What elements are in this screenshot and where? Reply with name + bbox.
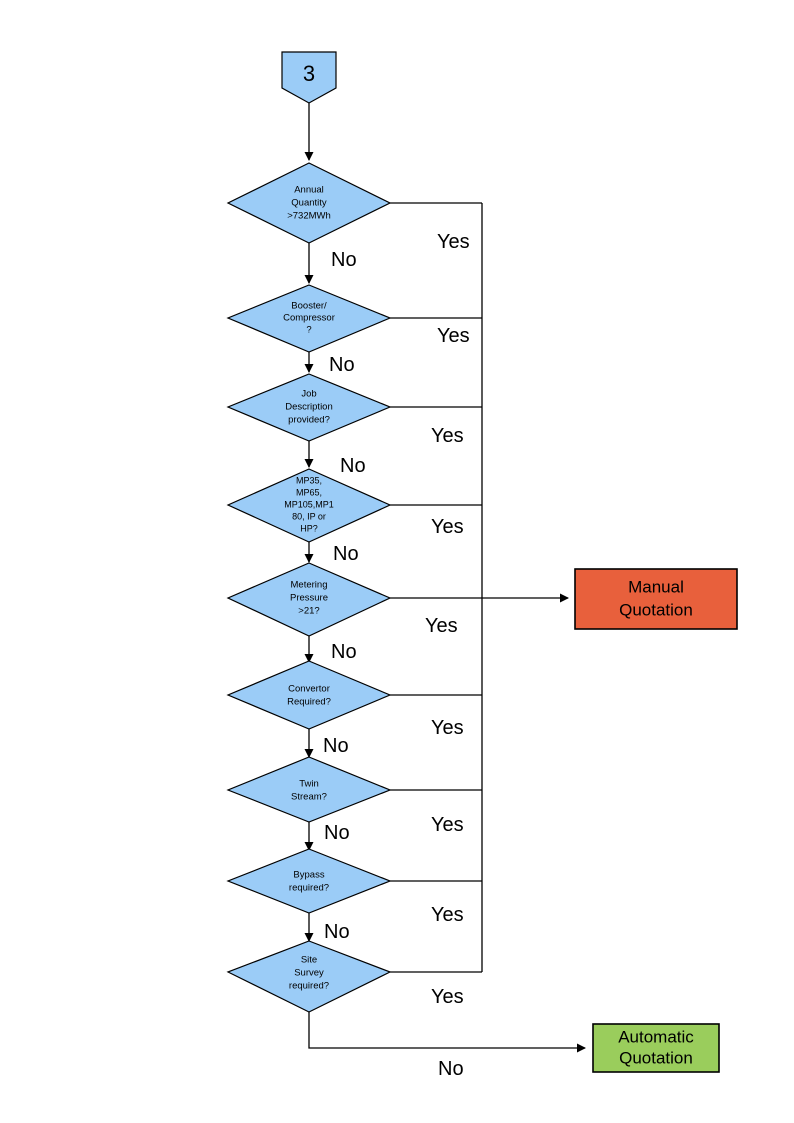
decision-annual-quantity[interactable]: Annual Quantity >732MWh (226, 162, 392, 244)
decision-booster-compressor-shape (226, 284, 392, 353)
terminal-manual-quotation-label: Manual (628, 577, 684, 596)
edge-label-no-booster-compressor: No (329, 354, 355, 376)
edge-label-yes-twin-stream: Yes (431, 814, 464, 836)
decision-convertor[interactable]: Convertor Required? (226, 660, 392, 730)
edge-label-no-metering-pressure: No (331, 641, 357, 663)
terminal-manual-quotation[interactable]: Manual Quotation (574, 568, 738, 630)
edge-label-yes-booster-compressor: Yes (437, 325, 470, 347)
terminal-automatic-quotation-label: Automatic (618, 1027, 694, 1046)
decision-bypass-label: Bypass (293, 870, 324, 881)
decision-site-survey-label: Site (301, 955, 317, 966)
terminal-automatic-quotation[interactable]: Automatic Quotation (592, 1023, 720, 1073)
decision-site-survey-shape (226, 940, 392, 1013)
start-node[interactable]: 3 (281, 51, 337, 104)
decision-pressure-tier[interactable]: MP35, MP65, MP105,MP1 80, IP or HP? (226, 468, 392, 543)
decision-annual-quantity-label: Annual (294, 185, 324, 196)
edge-label-no-pressure-tier: No (333, 543, 359, 565)
decision-twin-stream-shape (226, 756, 392, 823)
svg-text:HP?: HP? (300, 523, 318, 533)
edge-label-no-convertor: No (323, 735, 349, 757)
svg-text:Description: Description (285, 402, 333, 413)
svg-text:Quotation: Quotation (619, 600, 693, 619)
decision-bypass[interactable]: Bypass required? (226, 848, 392, 914)
decision-pressure-tier-shape (226, 468, 392, 543)
decision-pressure-tier-label: MP35, (296, 475, 322, 485)
start-node-label: 3 (303, 61, 315, 86)
edge-label-no-job-description: No (340, 455, 366, 477)
decision-booster-compressor-label: Booster/ (291, 301, 327, 312)
svg-text:provided?: provided? (288, 415, 330, 426)
decision-metering-pressure-label: Metering (291, 580, 328, 591)
edge-label-no-site-survey-final: No (438, 1058, 464, 1080)
edge-label-yes-job-description: Yes (431, 425, 464, 447)
svg-text:Pressure: Pressure (290, 593, 328, 604)
decision-metering-pressure-shape (226, 562, 392, 637)
svg-text:80, IP or: 80, IP or (292, 511, 326, 521)
edge-label-no-annual-quantity: No (331, 249, 357, 271)
decision-site-survey[interactable]: Site Survey required? (226, 940, 392, 1013)
edge-label-yes-site-survey: Yes (431, 986, 464, 1008)
svg-text:Quantity: Quantity (291, 198, 327, 209)
decision-twin-stream[interactable]: Twin Stream? (226, 756, 392, 823)
svg-text:Quotation: Quotation (619, 1048, 693, 1067)
svg-text:?: ? (306, 325, 311, 336)
decision-twin-stream-label: Twin (299, 779, 319, 790)
start-node-shape (281, 51, 337, 104)
svg-text:>732MWh: >732MWh (287, 211, 331, 222)
decision-job-description-shape (226, 373, 392, 442)
decision-convertor-label: Convertor (288, 684, 330, 695)
svg-text:Required?: Required? (287, 697, 331, 708)
edge-label-yes-convertor: Yes (431, 717, 464, 739)
decision-metering-pressure[interactable]: Metering Pressure >21? (226, 562, 392, 637)
edge-label-no-bypass: No (324, 921, 350, 943)
svg-text:Compressor: Compressor (283, 313, 335, 324)
decision-job-description[interactable]: Job Description provided? (226, 373, 392, 442)
svg-text:Stream?: Stream? (291, 792, 327, 803)
terminal-automatic-quotation-shape (592, 1023, 720, 1073)
edge-label-yes-annual-quantity: Yes (437, 231, 470, 253)
edge-label-yes-bypass: Yes (431, 904, 464, 926)
svg-text:MP65,: MP65, (296, 487, 322, 497)
edge-label-yes-metering-pressure: Yes (425, 615, 458, 637)
svg-text:MP105,MP1: MP105,MP1 (284, 499, 334, 509)
edge-label-no-twin-stream: No (324, 822, 350, 844)
terminal-manual-quotation-shape (574, 568, 738, 630)
edge-label-yes-pressure-tier: Yes (431, 516, 464, 538)
connector-no-site-survey-to-automatic (308, 1012, 586, 1053)
svg-text:required?: required? (289, 883, 329, 894)
decision-bypass-shape (226, 848, 392, 914)
decision-job-description-label: Job (301, 389, 316, 400)
svg-text:>21?: >21? (298, 606, 319, 617)
svg-text:required?: required? (289, 981, 329, 992)
svg-text:Survey: Survey (294, 968, 324, 979)
decision-convertor-shape (226, 660, 392, 730)
decision-annual-quantity-shape (226, 162, 392, 244)
decision-booster-compressor[interactable]: Booster/ Compressor ? (226, 284, 392, 353)
